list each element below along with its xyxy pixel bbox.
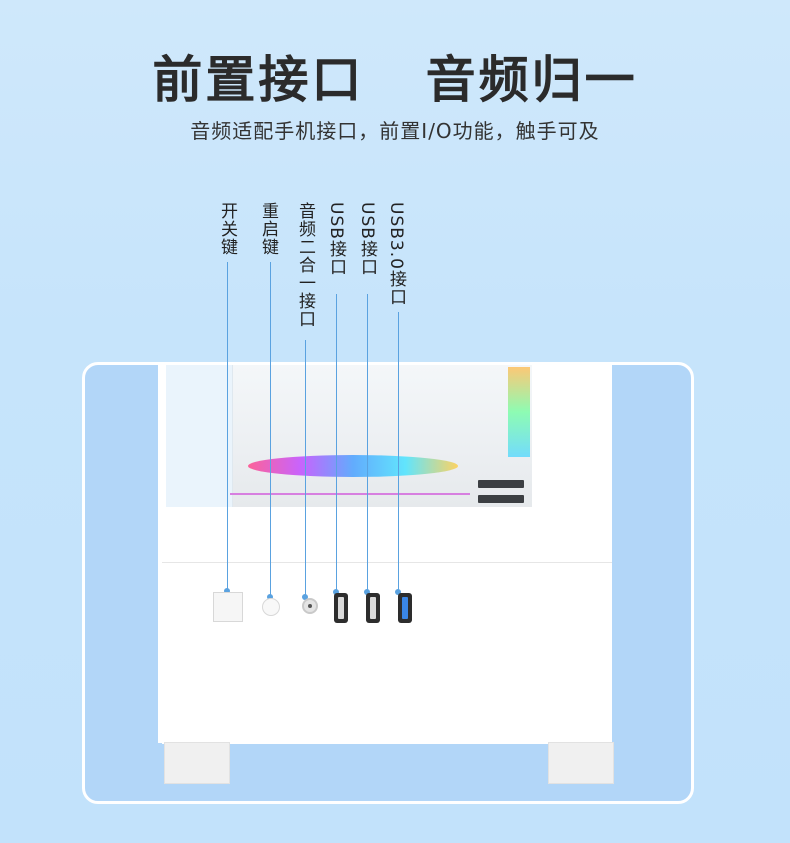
callout-dot: [224, 588, 230, 594]
callout-label-usb3: USB3.0接口: [386, 202, 406, 306]
power-button: [213, 592, 243, 622]
callout-label-usb-1: USB接口: [326, 202, 346, 276]
callout-dot: [364, 589, 370, 595]
pcie-slot: [478, 480, 524, 488]
callout-dot: [395, 589, 401, 595]
usb-port-2: [366, 593, 380, 623]
page-subtitle: 音频适配手机接口，前置I/O功能，触手可及: [190, 119, 600, 143]
callout-line-reset: [270, 262, 271, 598]
callout-line-usb-1: [336, 294, 337, 593]
page-title: 前置接口 音频归一: [152, 51, 638, 109]
callout-line-usb3: [398, 312, 399, 593]
callout-dot: [333, 589, 339, 595]
callout-label-audio: 音频二合一接口: [295, 202, 315, 328]
callout-label-reset: 重启键: [258, 202, 278, 256]
rgb-fan-ring: [248, 455, 458, 477]
callout-line-usb-2: [367, 294, 368, 593]
callout-dot: [267, 594, 273, 600]
callout-line-power: [227, 262, 228, 592]
glass-panel: [166, 365, 233, 507]
callout-dot: [302, 594, 308, 600]
callout-line-audio: [305, 340, 306, 598]
rgb-strip: [508, 367, 530, 457]
pcie-slot: [478, 495, 524, 503]
usb3-port: [398, 593, 412, 623]
reset-button: [262, 598, 280, 616]
audio-combo-jack: [302, 598, 318, 614]
rgb-line: [230, 493, 470, 495]
case-foot-right: [548, 742, 614, 784]
usb-port-1: [334, 593, 348, 623]
callout-label-power: 开关键: [217, 202, 237, 256]
front-io-panel: [162, 562, 612, 744]
callout-label-usb-2: USB接口: [357, 202, 377, 276]
case-foot-left: [164, 742, 230, 784]
